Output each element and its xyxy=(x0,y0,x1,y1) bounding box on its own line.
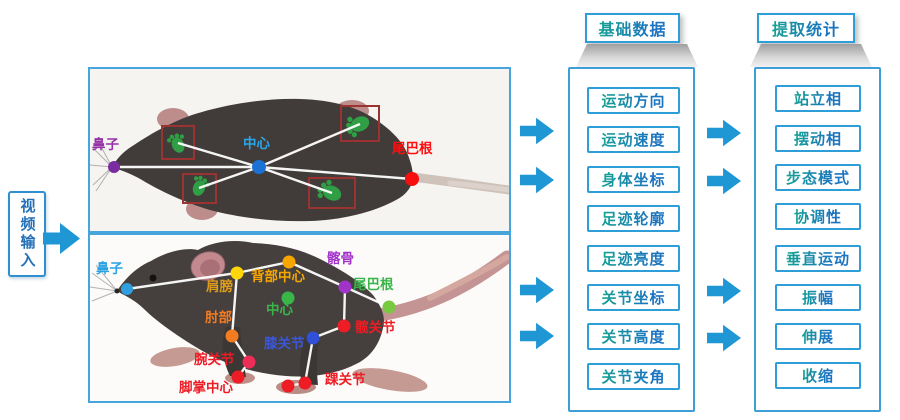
item-label: 站立相 xyxy=(794,88,842,109)
item-label: 运动方向 xyxy=(601,90,665,111)
keypoint-dot-center xyxy=(252,160,266,174)
item-label: 关节高度 xyxy=(601,326,665,347)
keypoint-dots xyxy=(108,160,419,186)
keypoint-dot-tail-base xyxy=(405,172,419,186)
arrow-right-icon xyxy=(520,322,554,355)
keypoint-dot-front-paw xyxy=(231,370,245,384)
mouse-tail xyxy=(407,172,509,195)
keypoint-label-elbow: 肘部 xyxy=(205,310,232,325)
item-joint-coordinates: 关节坐标 xyxy=(587,284,680,311)
keypoint-label-paw-center: 脚掌中心 xyxy=(179,380,233,395)
item-extension: 伸展 xyxy=(775,323,861,350)
video-input-box: 视频输入 xyxy=(8,191,46,277)
keypoint-label-center: 中心 xyxy=(266,302,293,317)
item-label: 足迹轮廓 xyxy=(601,208,665,229)
item-label: 协调性 xyxy=(794,206,842,227)
statistics-container xyxy=(754,67,881,412)
keypoint-dot-nose xyxy=(108,161,120,173)
arrow-right-icon xyxy=(707,119,741,152)
paw-detection-boxes xyxy=(161,105,380,209)
basic-data-container xyxy=(568,67,695,412)
keypoint-label-nose: 鼻子 xyxy=(92,137,119,152)
item-label: 摆动相 xyxy=(794,128,842,149)
statistics-header: 提取统计 xyxy=(757,13,855,43)
keypoint-dot-ankle xyxy=(298,376,312,390)
keypoint-label-nose: 鼻子 xyxy=(96,261,123,276)
keypoint-label-shoulder: 肩膀 xyxy=(206,279,233,294)
item-stance-phase: 站立相 xyxy=(775,85,861,112)
header-shadow xyxy=(576,44,698,67)
arrow-right-icon xyxy=(43,223,80,259)
item-contraction: 收缩 xyxy=(775,362,861,389)
top-view-mouse-panel xyxy=(88,67,511,233)
arrow-right-icon xyxy=(520,166,554,199)
item-label: 步态模式 xyxy=(786,167,850,188)
keypoint-dot-center xyxy=(281,291,295,305)
video-input-label: 视频输入 xyxy=(18,198,36,270)
keypoint-label-tail-base: 尾巴根 xyxy=(392,141,433,156)
keypoint-label-knee: 膝关节 xyxy=(264,336,305,351)
keypoint-dot-wrist xyxy=(242,355,256,369)
keypoint-dot-ilium xyxy=(338,280,352,294)
arrow-right-icon xyxy=(520,276,554,309)
arrow-right-icon xyxy=(707,277,741,310)
header-shadow xyxy=(750,44,872,67)
keypoint-dot-hind-paw xyxy=(281,379,295,393)
basic-data-header: 基础数据 xyxy=(585,13,680,43)
keypoint-dots xyxy=(121,255,396,393)
keypoint-label-wrist: 腕关节 xyxy=(194,352,235,367)
keypoint-dot-tail-base xyxy=(382,300,396,314)
basic-data-header-label: 基础数据 xyxy=(598,16,666,40)
item-label: 伸展 xyxy=(802,326,834,347)
keypoint-dot-shoulder xyxy=(230,266,244,280)
item-footprint-contour: 足迹轮廓 xyxy=(587,205,680,232)
nose-tip xyxy=(114,288,120,294)
item-label: 振幅 xyxy=(802,287,834,308)
item-footprint-brightness: 足迹亮度 xyxy=(587,245,680,272)
item-amplitude: 振幅 xyxy=(775,284,861,311)
item-label: 关节坐标 xyxy=(601,287,665,308)
side-view-mouse-panel xyxy=(88,233,511,403)
keypoint-label-back-center: 背部中心 xyxy=(251,269,305,284)
item-label: 收缩 xyxy=(802,365,834,386)
arrow-right-icon xyxy=(520,117,554,150)
keypoint-dot-knee xyxy=(306,331,320,345)
whiskers xyxy=(90,264,118,302)
eye xyxy=(149,274,157,282)
keypoint-label-center: 中心 xyxy=(243,136,270,151)
keypoint-label-ilium: 髂骨 xyxy=(327,251,354,266)
item-motion-speed: 运动速度 xyxy=(587,126,680,153)
item-label: 身体坐标 xyxy=(601,169,665,190)
side-view-mouse-art xyxy=(90,235,509,401)
arrow-right-icon xyxy=(707,167,741,200)
mouse-tail xyxy=(372,250,509,322)
item-coordination: 协调性 xyxy=(775,203,861,230)
arrow-right-icon xyxy=(707,324,741,357)
item-label: 垂直运动 xyxy=(786,248,850,269)
top-view-mouse-art xyxy=(90,69,509,231)
keypoint-label-ankle: 踝关节 xyxy=(325,372,366,387)
item-vertical-motion: 垂直运动 xyxy=(775,245,861,272)
item-label: 足迹亮度 xyxy=(601,248,665,269)
keypoint-dot-elbow xyxy=(225,329,239,343)
item-motion-direction: 运动方向 xyxy=(587,87,680,114)
item-joint-height: 关节高度 xyxy=(587,323,680,350)
item-swing-phase: 摆动相 xyxy=(775,125,861,152)
skeleton-lines xyxy=(114,122,413,195)
whiskers xyxy=(90,140,113,192)
keypoint-dot-nose xyxy=(121,283,133,295)
keypoint-dot-hip xyxy=(337,319,351,333)
item-label: 关节夹角 xyxy=(601,366,665,387)
item-joint-angle: 关节夹角 xyxy=(587,363,680,390)
statistics-header-label: 提取统计 xyxy=(772,16,840,40)
item-label: 运动速度 xyxy=(601,129,665,150)
item-body-coordinates: 身体坐标 xyxy=(587,166,680,193)
keypoint-dot-back-center xyxy=(282,255,296,269)
item-gait-pattern: 步态模式 xyxy=(775,164,861,191)
keypoint-label-hip: 髋关节 xyxy=(355,320,396,335)
keypoint-label-tail-base: 尾巴根 xyxy=(353,277,394,292)
ear xyxy=(190,251,226,281)
